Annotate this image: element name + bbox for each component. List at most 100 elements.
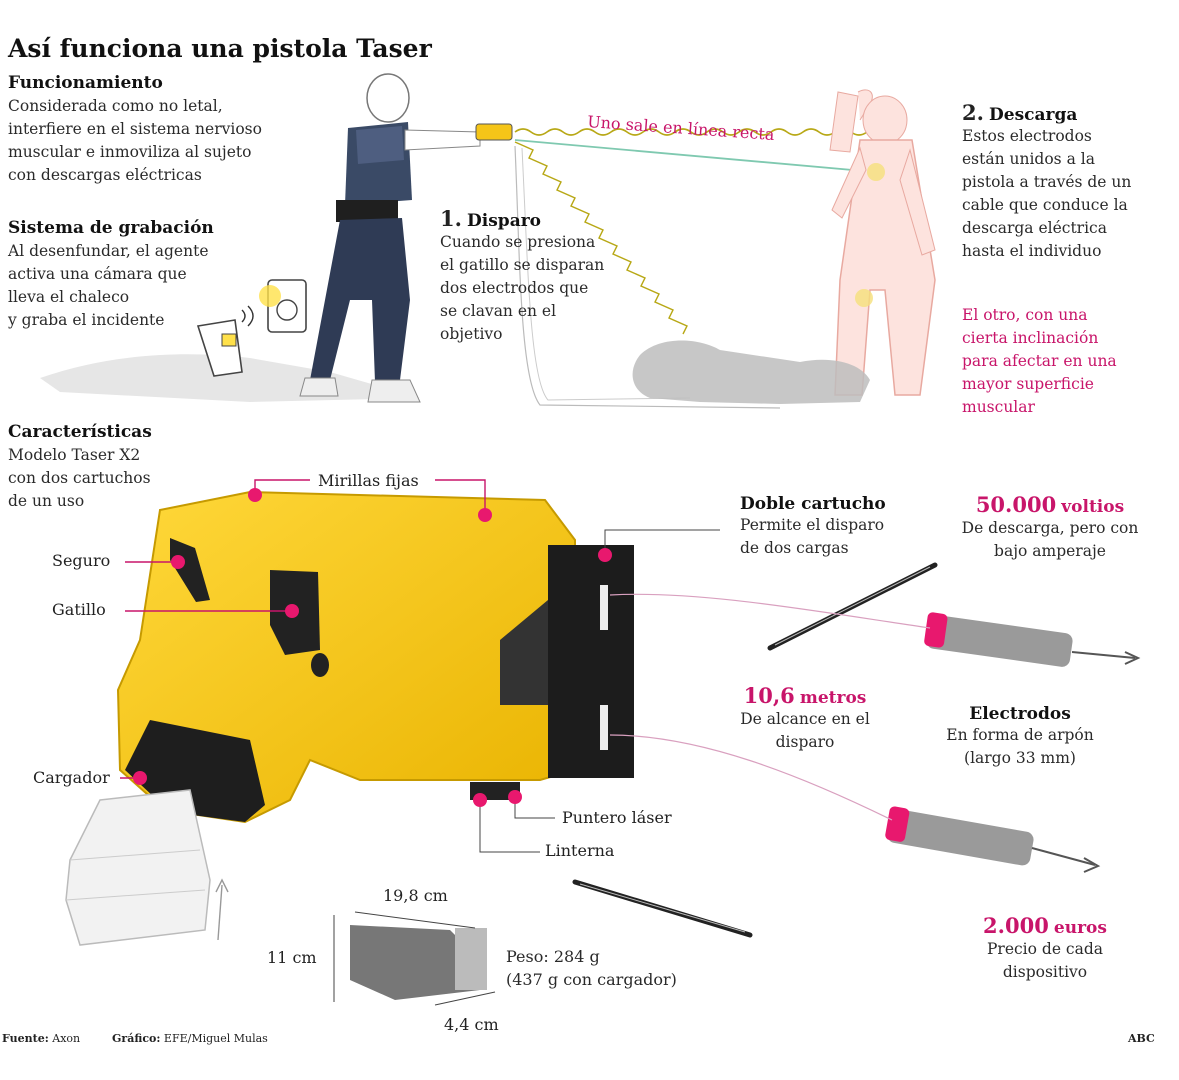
text-line: mayor superficie [962, 375, 1094, 393]
electrode-darts [572, 562, 1141, 938]
dimension-height: 11 cm [267, 948, 317, 967]
label-puntero-laser: Puntero láser [562, 808, 672, 827]
text-line: con descargas eléctricas [8, 166, 202, 184]
disparo-number: 1. [440, 206, 462, 231]
funcionamiento-block: Funcionamiento Considerada como no letal… [8, 73, 262, 187]
text-line: Al desenfundar, el agente [8, 242, 209, 260]
text-line: para afectar en una [962, 352, 1117, 370]
footer-graphic: Gráfico: EFE/Miguel Mulas [112, 1032, 268, 1045]
text-line: pistola a través de un [962, 173, 1132, 191]
disparo-heading: Disparo [467, 211, 541, 231]
officer-figure [299, 73, 513, 403]
dimension-width: 4,4 cm [444, 1015, 499, 1034]
target-person-figure [829, 89, 936, 396]
label-mirillas-fijas: Mirillas fijas [318, 471, 419, 490]
text-line: activa una cámara que [8, 265, 187, 283]
text-line: y graba el incidente [8, 311, 165, 329]
angled-electrode-note: El otro, con una cierta inclinación para… [962, 304, 1117, 419]
voltios-value: 50.000 [975, 492, 1057, 517]
footer-graphic-label: Gráfico: [112, 1032, 161, 1045]
voltios-text: De descarga, pero con bajo amperaje [945, 517, 1155, 563]
text-line: objetivo [440, 325, 503, 343]
grabacion-heading: Sistema de grabación [8, 218, 214, 238]
charger-illustration [65, 789, 229, 946]
electrode-wires [514, 128, 876, 409]
euros-figure: 2.000 euros [950, 913, 1140, 938]
descarga-title: 2. Descarga [962, 100, 1131, 125]
descarga-number: 2. [962, 100, 984, 125]
text-line: Modelo Taser X2 [8, 446, 141, 464]
doble-cartucho-text: Permite el disparo de dos cargas [740, 514, 886, 560]
descarga-heading: Descarga [989, 105, 1078, 125]
text-line: hasta el individuo [962, 242, 1102, 260]
callout-markers [133, 488, 612, 807]
metros-text: De alcance en el disparo [720, 708, 890, 754]
label-seguro: Seguro [52, 551, 111, 570]
text-line: Precio de cada [986, 940, 1103, 958]
fallen-person-silhouette [632, 340, 870, 404]
footer-source-label: Fuente: [2, 1032, 49, 1045]
euros-block: 2.000 euros Precio de cada dispositivo [950, 913, 1140, 984]
text-line: están unidos a la [962, 150, 1095, 168]
page-title: Así funciona una pistola Taser [8, 34, 432, 63]
disparo-title: 1. Disparo [440, 206, 604, 231]
label-linterna: Linterna [545, 841, 615, 860]
grabacion-text: Al desenfundar, el agente activa una cám… [8, 240, 214, 332]
size-silhouette [333, 911, 496, 1006]
text-line: Peso: 284 g [506, 947, 600, 966]
descarga-text: Estos electrodos están unidos a la pisto… [962, 125, 1131, 263]
text-line: descarga eléctrica [962, 219, 1107, 237]
text-line: el gatillo se disparan [440, 256, 605, 274]
text-line: El otro, con una [962, 306, 1088, 324]
text-line: disparo [775, 733, 835, 751]
funcionamiento-heading: Funcionamiento [8, 73, 163, 93]
caracteristicas-heading: Características [8, 422, 152, 442]
text-line: dos electrodos que [440, 279, 589, 297]
voltios-unit: voltios [1061, 497, 1125, 517]
footer-brand: ABC [1128, 1032, 1155, 1045]
text-line: bajo amperaje [994, 542, 1106, 560]
electrodos-block: Electrodos En forma de arpón (largo 33 m… [930, 704, 1110, 770]
footer-graphic-value: EFE/Miguel Mulas [163, 1032, 268, 1045]
funcionamiento-text: Considerada como no letal, interfiere en… [8, 95, 262, 187]
doble-cartucho-heading: Doble cartucho [740, 494, 886, 514]
cartridge-wires [609, 593, 931, 821]
metros-value: 10,6 [743, 683, 795, 708]
footer-source: Fuente: Axon [2, 1032, 80, 1045]
text-line: con dos cartuchos [8, 469, 151, 487]
voltios-block: 50.000 voltios De descarga, pero con baj… [945, 492, 1155, 563]
metros-figure: 10,6 metros [720, 683, 890, 708]
text-line: interfiere en el sistema nervioso [8, 120, 262, 138]
text-line: De alcance en el [740, 710, 870, 728]
text-line: Considerada como no letal, [8, 97, 223, 115]
footer-source-value: Axon [52, 1032, 81, 1045]
text-line: Cuando se presiona [440, 233, 596, 251]
text-line: (largo 33 mm) [964, 749, 1076, 767]
electrodos-text: En forma de arpón (largo 33 mm) [930, 724, 1110, 770]
metros-block: 10,6 metros De alcance en el disparo [720, 683, 890, 754]
disparo-text: Cuando se presiona el gatillo se dispara… [440, 231, 604, 346]
text-line: se clavan en el [440, 302, 557, 320]
text-line: muscular [962, 398, 1035, 416]
text-line: de dos cargas [740, 539, 849, 557]
text-line: de un uso [8, 492, 85, 510]
text-line: muscular e inmoviliza al sujeto [8, 143, 252, 161]
text-line: Estos electrodos [962, 127, 1092, 145]
euros-text: Precio de cada dispositivo [950, 938, 1140, 984]
taser-x2-illustration [116, 490, 634, 824]
text-line: (437 g con cargador) [506, 970, 677, 989]
text-line: lleva el chaleco [8, 288, 130, 306]
label-cargador: Cargador [33, 768, 110, 787]
euros-unit: euros [1053, 918, 1107, 938]
metros-unit: metros [799, 688, 867, 708]
caracteristicas-block: Características Modelo Taser X2 con dos … [8, 422, 152, 513]
text-line: dispositivo [1002, 963, 1088, 981]
voltios-figure: 50.000 voltios [945, 492, 1155, 517]
label-gatillo: Gatillo [52, 600, 106, 619]
caracteristicas-text: Modelo Taser X2 con dos cartuchos de un … [8, 444, 152, 513]
text-line: En forma de arpón [946, 726, 1094, 744]
dimension-length: 19,8 cm [383, 886, 448, 905]
descarga-block: 2. Descarga Estos electrodos están unido… [962, 100, 1131, 263]
euros-value: 2.000 [983, 913, 1049, 938]
